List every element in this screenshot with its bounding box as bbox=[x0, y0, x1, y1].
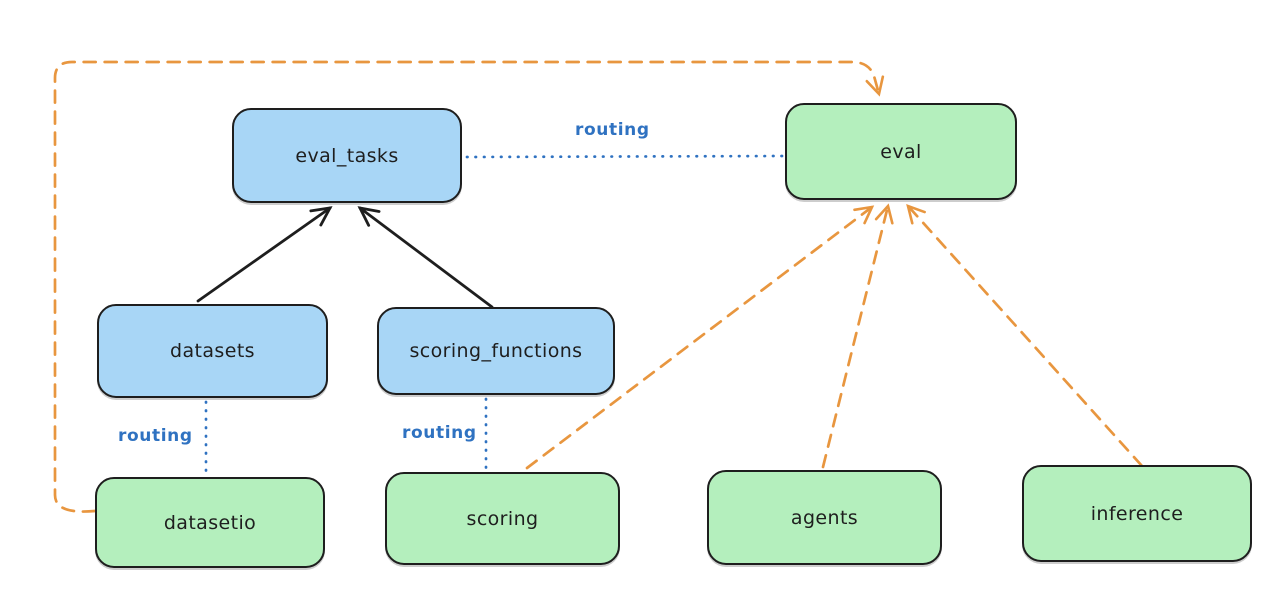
edge-label-routing-datasets-datasetio: routing bbox=[118, 426, 193, 446]
node-eval[interactable]: eval bbox=[785, 103, 1017, 200]
edge-inference-to-eval bbox=[906, 203, 1144, 468]
edge-label-routing-eval-tasks-eval: routing bbox=[575, 120, 650, 140]
node-datasetio-label: datasetio bbox=[163, 511, 257, 534]
node-agents[interactable]: agents bbox=[707, 470, 942, 565]
node-agents-label: agents bbox=[790, 506, 859, 529]
node-inference-label: inference bbox=[1090, 502, 1184, 525]
node-eval-label: eval bbox=[880, 140, 922, 163]
node-inference[interactable]: inference bbox=[1022, 465, 1252, 562]
node-scoring-functions-label: scoring_functions bbox=[409, 340, 583, 362]
node-eval-tasks-label: eval_tasks bbox=[295, 144, 399, 167]
node-datasetio[interactable]: datasetio bbox=[95, 477, 325, 568]
node-scoring[interactable]: scoring bbox=[385, 472, 620, 565]
edge-datasets-to-eval-tasks bbox=[196, 206, 333, 303]
node-scoring-functions[interactable]: scoring_functions bbox=[377, 307, 615, 395]
node-datasets-label: datasets bbox=[170, 340, 255, 362]
edge-label-routing-scoring-functions-scoring: routing bbox=[402, 423, 477, 443]
node-eval-tasks[interactable]: eval_tasks bbox=[232, 108, 462, 203]
node-datasets[interactable]: datasets bbox=[97, 304, 328, 398]
edge-datasetio-to-eval-loop bbox=[53, 60, 885, 513]
edge-agents-to-eval bbox=[821, 203, 894, 469]
edge-scoring-to-eval bbox=[525, 205, 875, 470]
node-scoring-label: scoring bbox=[466, 507, 539, 530]
edge-eval-tasks-to-eval-routing bbox=[465, 154, 785, 159]
edge-scoring-functions-to-eval-tasks bbox=[357, 206, 494, 309]
